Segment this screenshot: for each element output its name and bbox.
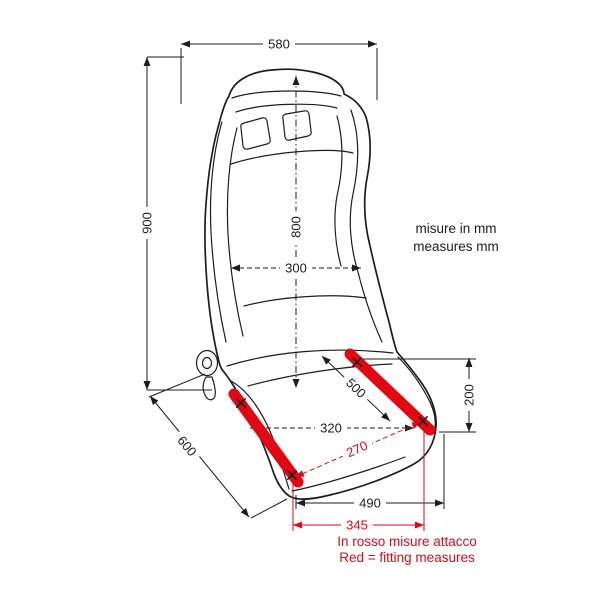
dim-overall-height <box>143 56 212 391</box>
right-bolster-inner-seam <box>334 115 343 267</box>
fitting-note-line2: Red = fitting measures <box>339 550 475 565</box>
units-note-line1: misure in mm <box>415 221 496 236</box>
mounting-rails <box>228 348 436 488</box>
recline-knob-center <box>201 356 213 370</box>
headrest-seam <box>231 90 342 99</box>
right-bolster-outer-seam <box>349 109 383 343</box>
dim-seat-depth <box>148 373 288 519</box>
fitting-note-line1: In rosso misure attacco <box>337 534 477 549</box>
bolt-mark-icon <box>352 357 362 367</box>
units-note: misure in mm measures mm <box>413 221 499 254</box>
rail-right <box>344 348 436 436</box>
headrest-lower-seam <box>235 103 338 113</box>
harness-slot-left <box>240 117 271 150</box>
slider-lever <box>202 376 216 401</box>
dim-cushion-width-label: 320 <box>320 421 342 436</box>
dim-backrest-width-label: 300 <box>285 261 307 276</box>
fitting-note: In rosso misure attacco Red = fitting me… <box>337 534 477 565</box>
rail-left <box>228 388 304 488</box>
cushion-rear-seam <box>226 349 394 367</box>
dim-overall-width-label: 580 <box>268 37 290 52</box>
lumbar-seam <box>243 295 367 307</box>
bolt-mark-icon <box>236 398 246 408</box>
recline-knob <box>195 349 219 377</box>
cushion-right-bolster-seam <box>397 356 436 428</box>
harness-slot-right <box>282 110 312 141</box>
dim-overall-height-label: 900 <box>140 212 155 234</box>
dim-fitting-spacing-label: 345 <box>346 518 368 533</box>
units-note-line2: measures mm <box>413 239 499 254</box>
rail-bolt-marks <box>236 357 428 480</box>
left-bolster-outer-seam <box>209 121 227 343</box>
bolt-mark-icon <box>287 470 297 480</box>
dim-backrest-length-label: 800 <box>289 216 304 238</box>
left-bolster-inner-seam <box>226 127 244 337</box>
dim-base-length-label: 490 <box>359 496 381 511</box>
dim-rear-height-label: 200 <box>462 384 477 406</box>
